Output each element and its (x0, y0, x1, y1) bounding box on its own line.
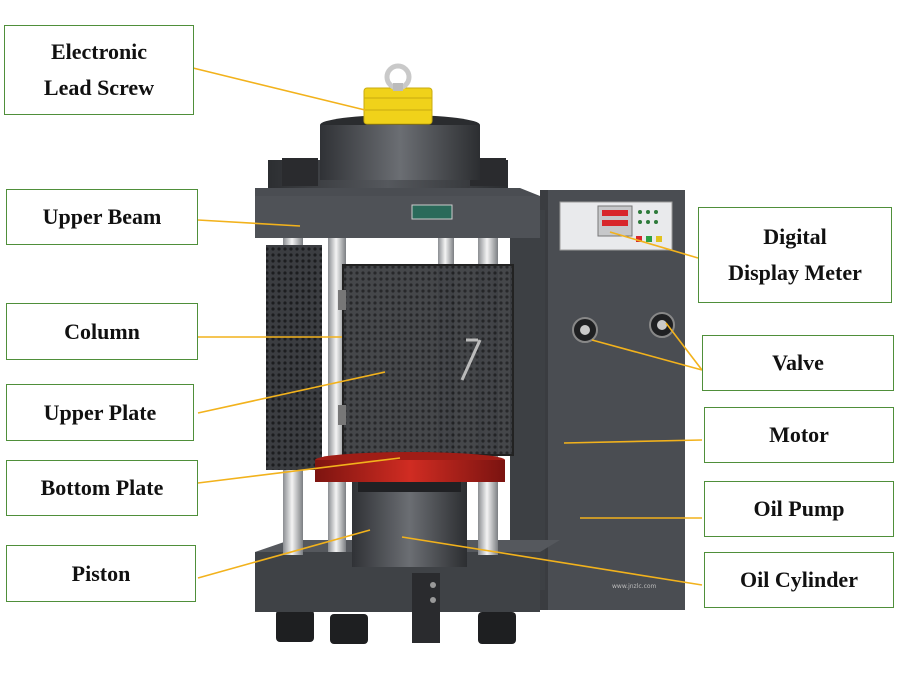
upper-beam (255, 115, 540, 238)
label-electronic-lead-screw-line2: Lead Screw (43, 75, 155, 100)
label-valve-text: Valve (772, 350, 824, 375)
label-column: Column (6, 303, 198, 360)
label-oil-cylinder: Oil Cylinder (704, 552, 894, 608)
label-digital-display-meter-line2: Display Meter (728, 260, 862, 285)
label-piston-text: Piston (71, 560, 131, 586)
oil-cylinder (352, 482, 467, 567)
bottom-plate (315, 452, 505, 482)
svg-text:www.jnzlc.com: www.jnzlc.com (612, 583, 657, 590)
label-upper-plate-text: Upper Plate (43, 399, 157, 425)
label-digital-display-meter: Digital Display Meter (698, 207, 892, 303)
lead-screw (363, 63, 433, 125)
control-cabinet: www.jnzlc.com (510, 190, 685, 610)
label-valve: Valve (702, 335, 894, 391)
machine-feet (276, 610, 516, 644)
label-electronic-lead-screw: Electronic Lead Screw (4, 25, 194, 115)
label-bottom-plate-text: Bottom Plate (40, 475, 164, 500)
label-piston: Piston (6, 545, 196, 602)
label-motor-text: Motor (769, 422, 829, 447)
label-oil-cylinder-text: Oil Cylinder (740, 567, 858, 592)
label-electronic-lead-screw-line1: Electronic (50, 39, 148, 64)
label-bottom-plate: Bottom Plate (6, 460, 198, 516)
label-oil-pump: Oil Pump (704, 481, 894, 537)
label-motor: Motor (704, 407, 894, 463)
label-upper-beam: Upper Beam (6, 189, 198, 245)
safety-mesh-guard (266, 245, 514, 470)
label-upper-plate: Upper Plate (6, 384, 194, 441)
label-digital-display-meter-line1: Digital (763, 224, 827, 249)
label-oil-pump-text: Oil Pump (753, 496, 845, 521)
label-column-text: Column (64, 318, 140, 344)
label-upper-beam-text: Upper Beam (42, 204, 162, 229)
